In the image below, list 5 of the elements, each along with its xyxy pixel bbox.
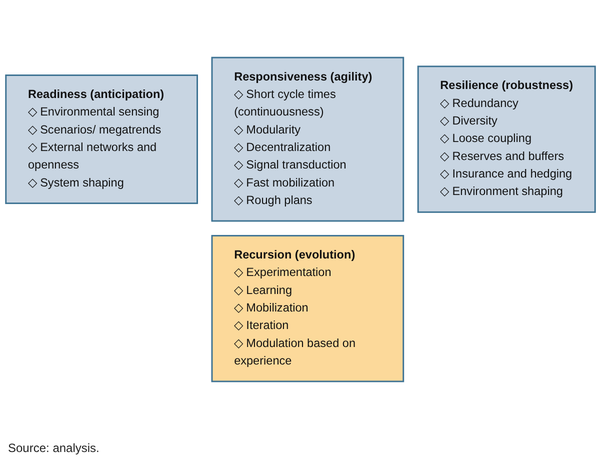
node-box: Recursion (evolution) ◇ Experimentation ◇ Learning ◇ Mobilization ◇ Iteration ◇ Modulation based on experience — [211, 234, 404, 382]
node-box: Responsiveness (agility) ◇ Short cycle times (continuousness) ◇ Modularity ◇ Decentralization ◇ Signal transduction ◇ Fast mobilization ◇ Rough plans — [211, 56, 404, 222]
source-note: Source: analysis. — [7, 440, 100, 457]
node-box: Resilience (robustness) ◇ Redundancy ◇ Diversity ◇ Loose coupling ◇ Reserves and buffers ◇ Insurance and hedging ◇ Environment shaping — [417, 66, 596, 213]
node-box: Readiness (anticipation) ◇ Environmental sensing ◇ Scenarios/ megatrends ◇ External networks and openness ◇ System shaping — [5, 74, 198, 204]
